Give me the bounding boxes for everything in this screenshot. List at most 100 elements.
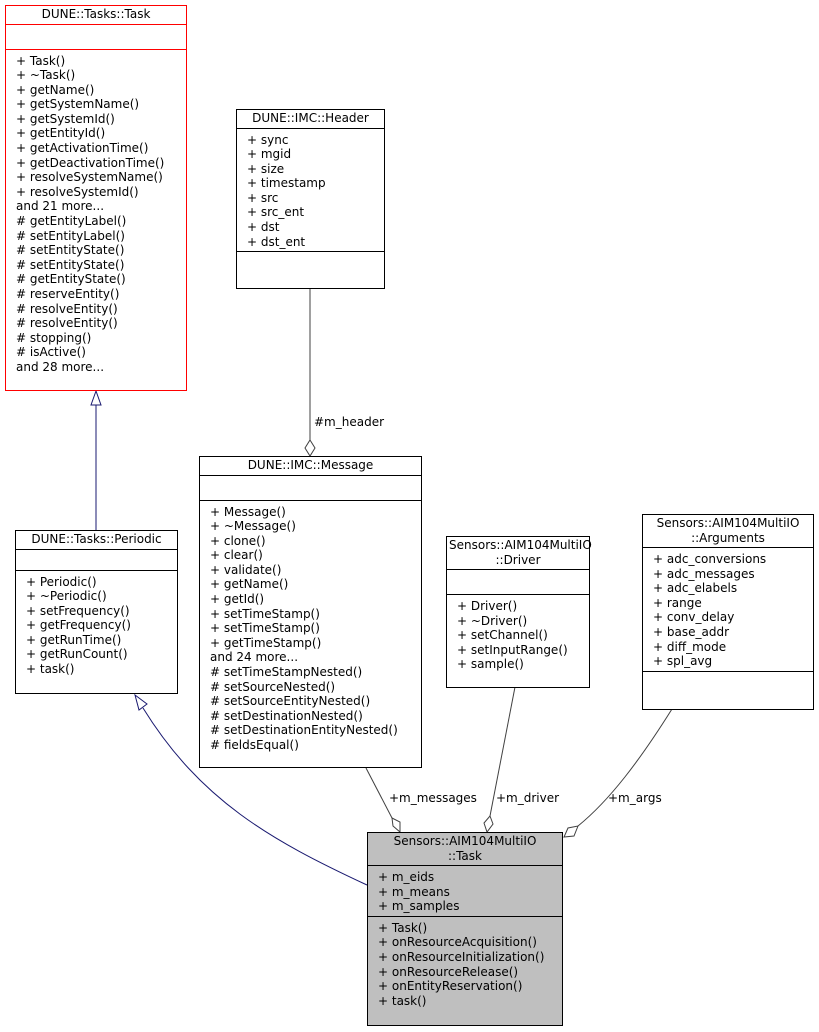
class-name: DUNE::IMC::Header bbox=[252, 111, 369, 125]
class-box-task[interactable]: DUNE::Tasks::Task + Task()+ ~Task()+ get… bbox=[5, 5, 187, 391]
inheritance-arrowhead-periodic bbox=[134, 693, 148, 711]
method-item: + setTimeStamp() bbox=[210, 621, 320, 636]
class-name: DUNE::Tasks::Task bbox=[41, 7, 151, 21]
method-item: # resolveEntity() bbox=[16, 301, 118, 316]
method-item: # reserveEntity() bbox=[16, 287, 120, 301]
method-item: + Message() bbox=[210, 504, 286, 519]
method-item: + Driver() bbox=[457, 599, 518, 613]
method-item: + getId() bbox=[210, 592, 265, 607]
method-item: # isActive() bbox=[16, 345, 86, 360]
class-box-driver[interactable]: Sensors::AIM104MultiIO ::Driver + Driver… bbox=[446, 536, 592, 688]
attributes-section bbox=[447, 569, 589, 594]
class-box-arguments[interactable]: Sensors::AIM104MultiIO ::Arguments + adc… bbox=[642, 514, 814, 710]
method-item: + ~Task() bbox=[16, 68, 76, 83]
composition-diamond-driver bbox=[483, 815, 494, 834]
method-item: # setDestinationNested() bbox=[210, 708, 363, 723]
method-item: + getRunCount() bbox=[26, 647, 128, 662]
composition-diamond-messages bbox=[391, 817, 401, 834]
attribute-item: + m_means bbox=[378, 884, 450, 899]
composition-diamond-args bbox=[563, 825, 579, 838]
methods-section bbox=[643, 670, 813, 696]
class-title: Sensors::AIM104MultiIO ::Driver bbox=[447, 537, 592, 569]
attribute-item: + timestamp bbox=[247, 176, 326, 191]
method-item: + getName() bbox=[16, 82, 95, 97]
attribute-item: + m_eids bbox=[378, 870, 435, 884]
attribute-item: + sync bbox=[247, 132, 289, 147]
attributes-section bbox=[6, 23, 186, 49]
method-item: + setTimeStamp() bbox=[210, 606, 320, 621]
class-name-suffix: ::Arguments bbox=[691, 530, 765, 545]
attribute-item: + range bbox=[653, 595, 702, 610]
attribute-item: + dst_ent bbox=[247, 234, 306, 249]
attribute-item: + base_addr bbox=[653, 624, 729, 639]
edge-label-driver: +m_driver bbox=[496, 791, 560, 805]
attribute-item: + m_samples bbox=[378, 899, 460, 914]
method-item: # resolveEntity() bbox=[16, 316, 118, 331]
methods-section: + Task()+ onResourceAcquisition()+ onRes… bbox=[368, 915, 562, 1011]
method-item: + getDeactivationTime() bbox=[16, 155, 165, 170]
method-item: + onEntityReservation() bbox=[378, 979, 523, 994]
attributes-section bbox=[200, 474, 421, 500]
composition-edge-messages bbox=[365, 767, 393, 819]
class-box-header[interactable]: DUNE::IMC::Header + sync+ mgid+ size+ ti… bbox=[236, 109, 385, 289]
class-box-periodic[interactable]: DUNE::Tasks::Periodic + Periodic()+ ~Per… bbox=[15, 530, 178, 694]
attribute-item: + size bbox=[247, 161, 285, 176]
composition-edge-args bbox=[577, 708, 673, 827]
composition-edge-driver bbox=[489, 686, 516, 817]
method-item: + sample() bbox=[457, 657, 524, 672]
method-item: + clone() bbox=[210, 533, 266, 548]
class-name: DUNE::IMC::Message bbox=[247, 458, 374, 472]
method-item: + ~Driver() bbox=[457, 613, 528, 628]
method-item: + task() bbox=[26, 662, 75, 677]
method-item: + ~Message() bbox=[210, 519, 296, 534]
inheritance-edge-periodic-main bbox=[142, 707, 368, 886]
class-title: DUNE::IMC::Message bbox=[200, 457, 421, 475]
methods-section: + Task()+ ~Task()+ getName()+ getSystemN… bbox=[6, 48, 186, 377]
class-name-suffix: ::Driver bbox=[495, 552, 541, 567]
method-item: + task() bbox=[378, 993, 427, 1008]
method-item: and 24 more... bbox=[210, 650, 299, 665]
method-item: + resolveSystemName() bbox=[16, 170, 163, 185]
attributes-section bbox=[16, 548, 177, 570]
method-item: + setFrequency() bbox=[26, 603, 130, 618]
method-item: # setEntityState() bbox=[16, 243, 125, 258]
attribute-item: + adc_elabels bbox=[653, 581, 738, 596]
method-item: + setChannel() bbox=[457, 628, 548, 643]
methods-section: + Driver()+ ~Driver()+ setChannel()+ set… bbox=[447, 594, 589, 674]
class-title: DUNE::Tasks::Task bbox=[6, 6, 186, 24]
composition-diamond-header bbox=[304, 439, 316, 457]
method-item: # setSourceNested() bbox=[210, 679, 336, 694]
method-item: + setInputRange() bbox=[457, 642, 568, 657]
method-item: + resolveSystemId() bbox=[16, 184, 139, 199]
method-item: + getActivationTime() bbox=[16, 141, 149, 156]
attributes-section: + m_eids+ m_means+ m_samples bbox=[368, 865, 562, 916]
method-item: + onResourceInitialization() bbox=[378, 949, 545, 964]
method-item: + getRunTime() bbox=[26, 632, 122, 647]
attribute-item: + mgid bbox=[247, 147, 292, 162]
method-item: # setTimeStampNested() bbox=[210, 665, 363, 680]
method-item: + Periodic() bbox=[26, 574, 97, 589]
attributes-section: + adc_conversions+ adc_messages+ adc_ela… bbox=[643, 547, 813, 671]
class-title: Sensors::AIM104MultiIO ::Arguments bbox=[643, 515, 813, 547]
attribute-item: + diff_mode bbox=[653, 639, 727, 654]
attribute-item: + conv_delay bbox=[653, 610, 735, 625]
attribute-item: + src_ent bbox=[247, 205, 305, 220]
method-item: # getEntityLabel() bbox=[16, 214, 127, 229]
attribute-item: + src bbox=[247, 190, 279, 205]
class-name: Sensors::AIM104MultiIO bbox=[449, 538, 592, 552]
class-title: DUNE::Tasks::Periodic bbox=[16, 531, 177, 549]
edge-label-messages: +m_messages bbox=[389, 791, 477, 805]
method-item: # getEntityState() bbox=[16, 272, 126, 287]
class-box-message[interactable]: DUNE::IMC::Message + Message()+ ~Message… bbox=[199, 456, 422, 768]
class-title: DUNE::IMC::Header bbox=[237, 110, 384, 128]
method-item: + getSystemName() bbox=[16, 97, 140, 112]
method-item: + getEntityId() bbox=[16, 126, 106, 141]
attribute-item: + spl_avg bbox=[653, 654, 713, 669]
inheritance-arrowhead-task bbox=[90, 389, 102, 406]
class-box-aim104-task[interactable]: Sensors::AIM104MultiIO ::Task + m_eids+ … bbox=[367, 832, 563, 1026]
method-item: + getName() bbox=[210, 577, 289, 592]
method-item: + validate() bbox=[210, 562, 282, 577]
class-name: DUNE::Tasks::Periodic bbox=[31, 532, 162, 546]
method-item: + onResourceAcquisition() bbox=[378, 935, 537, 950]
